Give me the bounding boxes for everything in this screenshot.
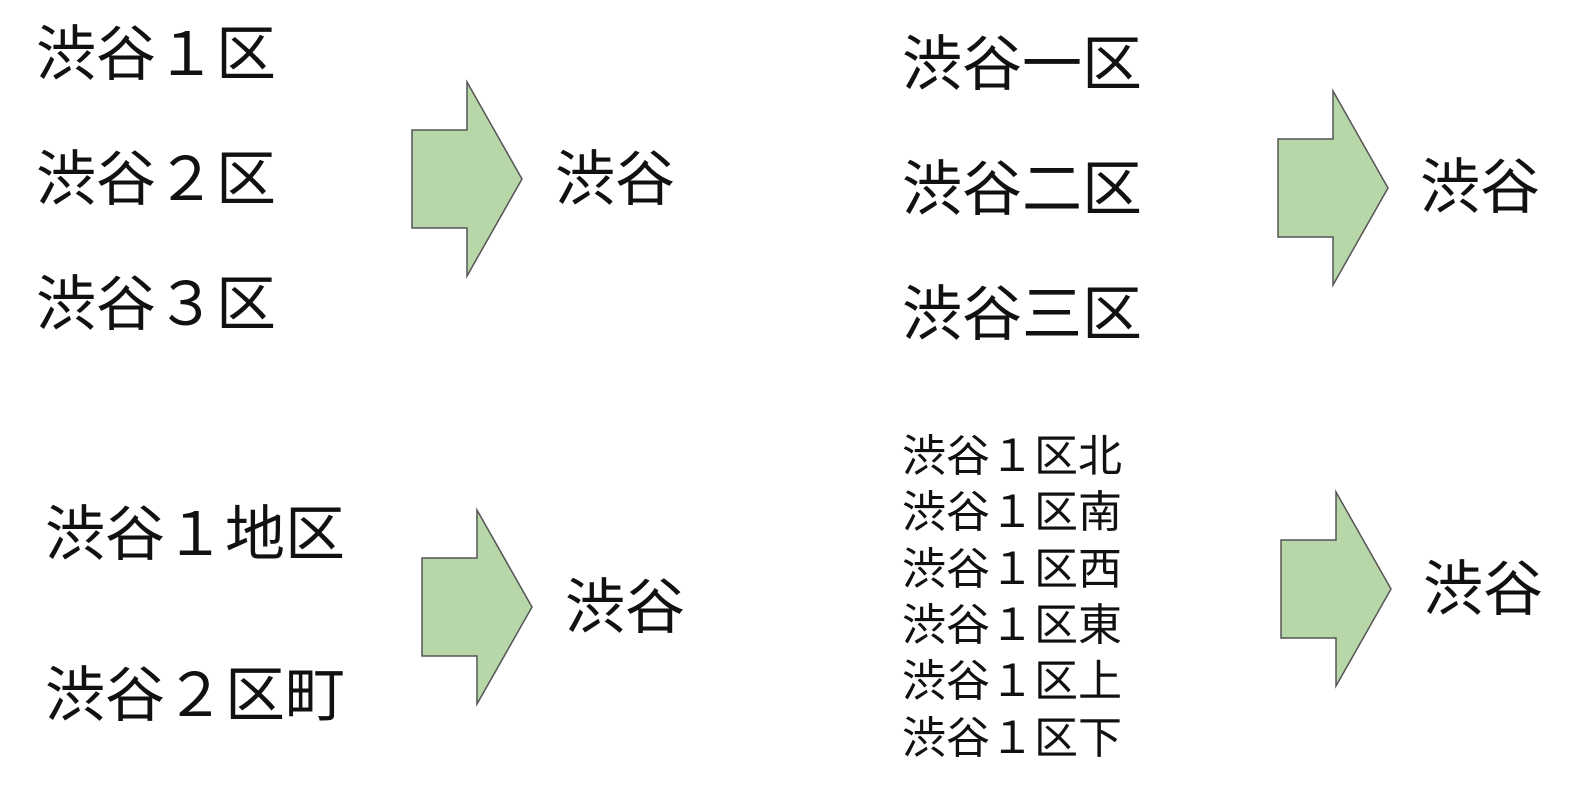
input-label: 渋谷１区西 xyxy=(902,544,1122,595)
input-label: 渋谷１区下 xyxy=(902,713,1122,764)
input-label: 渋谷二区 xyxy=(902,155,1142,225)
output-label: 渋谷 xyxy=(555,145,675,215)
right-arrow-icon xyxy=(411,79,523,279)
input-label: 渋谷１区南 xyxy=(902,487,1122,538)
input-label: 渋谷一区 xyxy=(902,30,1142,100)
input-label: 渋谷１地区 xyxy=(45,500,345,570)
input-label: 渋谷１区北 xyxy=(902,431,1122,482)
output-label: 渋谷 xyxy=(565,573,685,643)
right-arrow-icon xyxy=(1277,88,1389,288)
input-label: 渋谷１区上 xyxy=(902,656,1122,707)
output-label: 渋谷 xyxy=(1420,153,1540,223)
input-label: 渋谷三区 xyxy=(902,280,1142,350)
output-label: 渋谷 xyxy=(1423,555,1543,625)
input-label: 渋谷１区 xyxy=(36,20,276,90)
right-arrow-icon xyxy=(1280,489,1392,689)
input-label: 渋谷１区東 xyxy=(902,600,1122,651)
input-label: 渋谷２区 xyxy=(36,145,276,215)
input-label: 渋谷２区町 xyxy=(45,661,345,731)
input-label: 渋谷３区 xyxy=(36,270,276,340)
right-arrow-icon xyxy=(421,507,533,707)
